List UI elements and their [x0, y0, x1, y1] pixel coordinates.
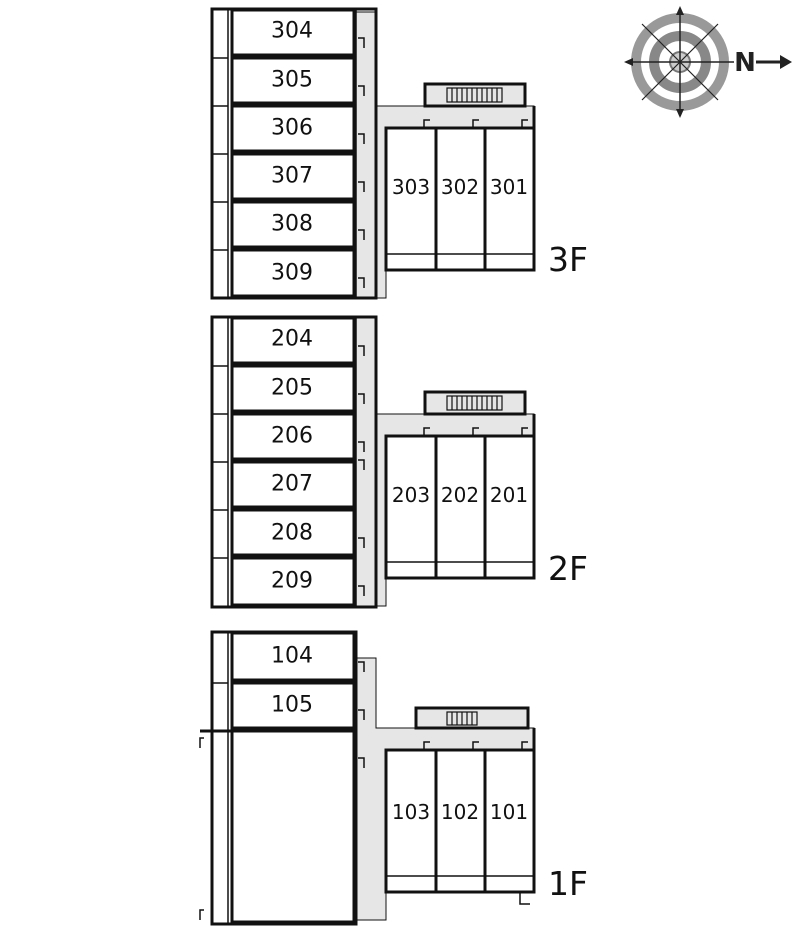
unit-label-202: 202	[441, 483, 479, 507]
unit-label-207: 207	[271, 472, 313, 497]
unit-label-309: 309	[271, 261, 313, 286]
unit-label-306: 306	[271, 116, 313, 141]
east-block-2f	[384, 434, 536, 580]
floor-2f: 204 205 206 207 208 209	[210, 315, 588, 609]
west-windows-2f	[212, 365, 228, 559]
door-marks-1f	[199, 661, 365, 920]
floor-3f: 304 305 306 307 308 309	[210, 7, 588, 300]
corridor-2f	[355, 317, 535, 607]
stairwell-1f	[414, 706, 530, 730]
unit-306	[230, 104, 356, 153]
stair-treads-1f	[446, 711, 478, 726]
west-block-1f	[210, 630, 358, 926]
floor-label-1f: 1F	[548, 864, 588, 903]
east-door-marks-1f	[423, 741, 528, 750]
west-windows-3f	[212, 57, 228, 251]
floor-1f: 104 105 103 102 101 1F	[199, 630, 588, 926]
unit-label-308: 308	[271, 212, 313, 237]
unit-label-105: 105	[271, 693, 313, 718]
stairwell-2f	[423, 390, 527, 416]
compass-rose-icon: N	[624, 6, 792, 118]
unit-label-201: 201	[490, 483, 528, 507]
east-door-marks-2f	[423, 427, 528, 436]
floor-label-3f: 3F	[548, 240, 588, 279]
unit-label-104: 104	[271, 644, 313, 669]
unit-label-303: 303	[392, 175, 430, 199]
unit-308	[230, 200, 356, 249]
west-units-1f: 104 105	[230, 631, 356, 924]
door-marks-2f	[358, 345, 365, 596]
unit-304	[230, 8, 356, 57]
east-block-3f	[384, 126, 536, 272]
unit-206	[230, 412, 356, 461]
unit-label-103: 103	[392, 800, 430, 824]
ground-floor-common-area	[230, 729, 356, 924]
stair-treads-2f	[446, 395, 503, 411]
unit-204	[230, 316, 356, 365]
unit-label-305: 305	[271, 68, 313, 93]
west-units-3f: 304 305 306 307 308 309	[230, 8, 356, 298]
unit-label-301: 301	[490, 175, 528, 199]
door-marks-3f	[358, 37, 365, 288]
unit-label-203: 203	[392, 483, 430, 507]
corridor-1f	[355, 657, 535, 921]
unit-label-205: 205	[271, 376, 313, 401]
unit-105	[230, 681, 356, 730]
corridor-3f	[355, 11, 535, 299]
unit-label-209: 209	[271, 569, 313, 594]
unit-307	[230, 152, 356, 201]
stairwell-3f	[423, 82, 527, 108]
compass-north-label: N	[734, 48, 756, 78]
unit-label-302: 302	[441, 175, 479, 199]
unit-309	[230, 248, 356, 298]
unit-104	[230, 631, 356, 682]
unit-label-101: 101	[490, 800, 528, 824]
unit-label-206: 206	[271, 424, 313, 449]
unit-label-208: 208	[271, 521, 313, 546]
unit-205	[230, 364, 356, 413]
unit-207	[230, 460, 356, 509]
stair-treads-3f	[446, 87, 503, 103]
unit-label-102: 102	[441, 800, 479, 824]
west-units-2f: 204 205 206 207 208 209	[230, 316, 356, 607]
unit-209	[230, 556, 356, 607]
east-door-marks-3f	[423, 119, 528, 128]
floor-label-2f: 2F	[548, 549, 588, 588]
unit-label-304: 304	[271, 19, 313, 44]
unit-208	[230, 508, 356, 557]
unit-305	[230, 56, 356, 105]
unit-label-307: 307	[271, 164, 313, 189]
unit-label-204: 204	[271, 327, 313, 352]
